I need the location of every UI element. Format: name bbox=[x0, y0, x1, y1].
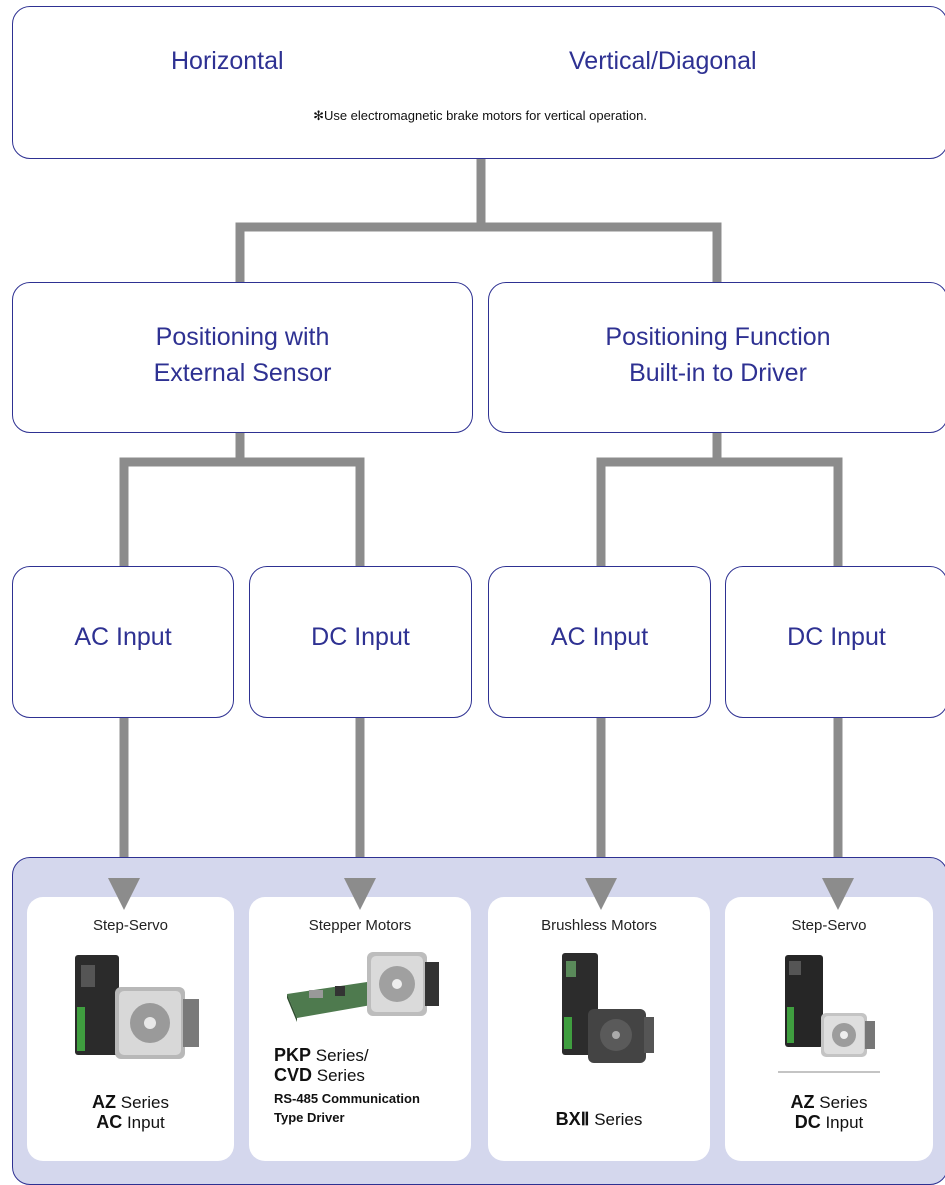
product-line-2: CVD Series bbox=[274, 1065, 365, 1085]
branch-top bbox=[235, 222, 722, 282]
product-line-1: AZ Series bbox=[790, 1092, 868, 1112]
operation-direction-box: Horizontal Vertical/Diagonal ✻Use electr… bbox=[12, 6, 945, 159]
product-card-az-dc: Step-Servo AZ Series DC Input bbox=[725, 897, 933, 1161]
branch-left bbox=[119, 457, 365, 566]
stepper-motor-image bbox=[287, 952, 439, 1022]
product-line-1: AZ Series bbox=[92, 1092, 169, 1112]
input-box-2: DC Input bbox=[249, 566, 472, 718]
product-category: Step-Servo bbox=[791, 917, 867, 934]
brushless-motor-image bbox=[562, 953, 654, 1063]
branch-right bbox=[596, 457, 843, 566]
product-sub-2: Type Driver bbox=[274, 1110, 345, 1125]
product-card-az-ac: Step-Servo AZ Series AC Input bbox=[27, 897, 234, 1161]
input-box-3: AC Input bbox=[488, 566, 711, 718]
input-box-4: DC Input bbox=[725, 566, 945, 718]
product-line-2: DC Input bbox=[794, 1112, 864, 1132]
product-line-1: PKP Series/ bbox=[274, 1045, 369, 1065]
product-category: Stepper Motors bbox=[308, 917, 412, 934]
input-label-2: DC Input bbox=[311, 623, 410, 651]
input-box-1: AC Input bbox=[12, 566, 234, 718]
step-servo-ac-image bbox=[75, 955, 199, 1059]
input-label-1: AC Input bbox=[74, 623, 172, 651]
product-card-pkp-cvd: Stepper Motors PKP Series/ CVD Series RS… bbox=[249, 897, 471, 1161]
step-servo-dc-image bbox=[778, 955, 880, 1073]
product-card-bx2: Brushless Motors BXⅡ Series bbox=[488, 897, 710, 1161]
product-category: Brushless Motors bbox=[541, 917, 657, 934]
external-sensor-line2: External Sensor bbox=[153, 359, 332, 387]
builtin-driver-line1: Positioning Function bbox=[605, 323, 831, 351]
product-category: Step-Servo bbox=[92, 917, 169, 934]
builtin-driver-line2: Built-in to Driver bbox=[629, 359, 807, 387]
vertical-diagonal-label: Vertical/Diagonal bbox=[569, 47, 757, 75]
external-sensor-line1: Positioning with bbox=[155, 323, 330, 351]
horizontal-label: Horizontal bbox=[171, 47, 284, 75]
input-label-4: DC Input bbox=[787, 623, 886, 651]
product-sub-1: RS-485 Communication bbox=[274, 1091, 420, 1106]
brake-motor-note: ✻Use electromagnetic brake motors for ve… bbox=[313, 108, 647, 123]
product-line-1: BXⅡ Series bbox=[555, 1109, 643, 1129]
product-line-2: AC Input bbox=[96, 1112, 165, 1132]
external-sensor-box: Positioning with External Sensor bbox=[12, 282, 473, 433]
builtin-driver-box: Positioning Function Built-in to Driver bbox=[488, 282, 945, 433]
input-label-3: AC Input bbox=[550, 623, 649, 651]
